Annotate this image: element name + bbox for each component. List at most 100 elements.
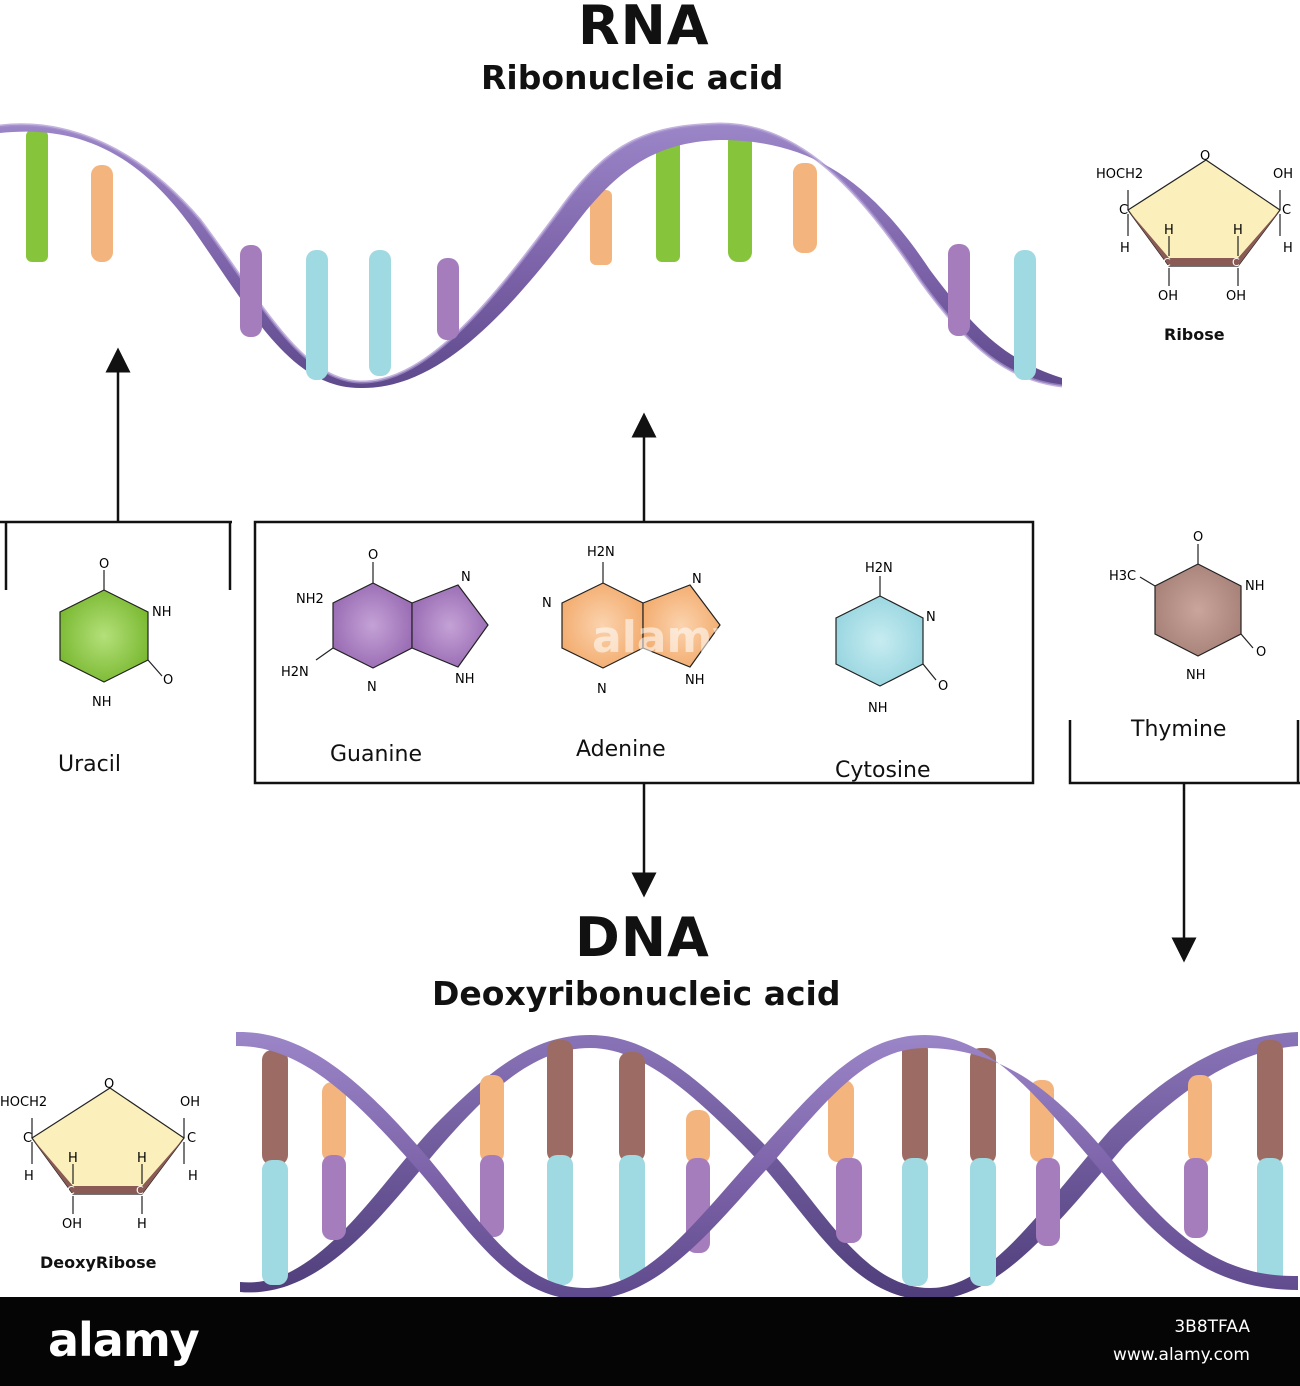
dna-pair-2 (322, 1082, 346, 1240)
ribose-atom-c-right: C (1282, 203, 1291, 218)
image-id: 3B8TFAA (1174, 1317, 1250, 1337)
deoxyribose-label: DeoxyRibose (40, 1253, 157, 1272)
thymine-atom-nh2: NH (1186, 668, 1206, 683)
connectors (0, 347, 1300, 963)
deoxyribose-atom-c-left: C (23, 1131, 32, 1146)
guanine-atom-nh2: NH2 (296, 592, 324, 607)
ribose-atom-hoch2: HOCH2 (1096, 167, 1143, 182)
adenine-atom-h2n: H2N (587, 545, 615, 560)
deoxyribose-atom-c-bottom-1: C (67, 1184, 75, 1197)
adenine-atom-n1: N (542, 596, 552, 611)
rna-backbone-edge (0, 122, 1063, 388)
guanine-label: Guanine (330, 742, 423, 767)
deoxyribose-atom-hoch2: HOCH2 (0, 1095, 47, 1110)
thymine-atom-o2: O (1256, 645, 1266, 660)
dna-pair-12 (1257, 1040, 1283, 1286)
ribose-atom-c-bottom-2: C (1232, 256, 1240, 269)
rna-base-adenine-3 (793, 163, 817, 253)
dna-pair-8 (902, 1040, 928, 1286)
ribose-atom-oh-bottom-2: OH (1226, 289, 1246, 304)
ribose-atom-c-bottom-1: C (1163, 256, 1171, 269)
rna-base-cytosine-3 (1014, 250, 1036, 380)
rna-backbone-ribbon (0, 124, 1062, 389)
deoxyribose-atom-h-inner-1: H (68, 1151, 78, 1166)
dna-pair-11 (1184, 1075, 1212, 1238)
deoxyribose-atom-h-inner-2: H (137, 1151, 147, 1166)
dna-base-pairs (262, 1040, 1283, 1286)
deoxyribose-atom-h-bottom: H (137, 1217, 147, 1232)
rna-base-cytosine-1 (306, 250, 328, 380)
cytosine-atom-n: N (926, 610, 936, 625)
rna-base-cytosine-2 (369, 250, 391, 376)
thymine-atom-nh: NH (1245, 579, 1265, 594)
guanine-atom-h2n: H2N (281, 665, 309, 680)
dna-pair-1 (262, 1050, 288, 1285)
ribose-atom-h-inner-1: H (1164, 223, 1174, 238)
cytosine-label: Cytosine (835, 758, 931, 783)
uracil-label: Uracil (58, 752, 121, 777)
deoxyribose-atom-h-left: H (24, 1169, 34, 1184)
dna-pair-4 (547, 1040, 573, 1285)
rna-base-uracil-3 (728, 132, 752, 262)
rna-base-guanine-2 (437, 258, 459, 340)
thymine-atom-o: O (1193, 530, 1203, 545)
adenine-atom-nh: NH (685, 673, 705, 688)
rna-base-adenine-2 (590, 190, 612, 265)
adenine-structure: H2N N N N NH (542, 545, 721, 697)
dna-pair-5 (619, 1052, 645, 1285)
rna-base-uracil-1 (26, 130, 48, 262)
uracil-atom-o: O (99, 557, 109, 572)
footer-bar: alamy 3B8TFAA www.alamy.com (0, 1297, 1300, 1386)
ribose-atom-h-left: H (1120, 241, 1130, 256)
ribose-atom-h-inner-2: H (1233, 223, 1243, 238)
deoxyribose-atom-c-right: C (187, 1131, 196, 1146)
ribose-label: Ribose (1164, 325, 1225, 344)
rna-title: RNA (578, 0, 710, 57)
deoxyribose-atom-oh-right: OH (180, 1095, 200, 1110)
deoxyribose-structure: HOCH2 O OH C C H H H H C C OH H (0, 1077, 200, 1232)
cytosine-atom-nh: NH (868, 701, 888, 716)
ribose-atom-o: O (1200, 149, 1210, 164)
alamy-watermark: alamy (592, 612, 741, 663)
uracil-bracket (0, 520, 232, 590)
ribose-atom-oh-right: OH (1273, 167, 1293, 182)
alamy-logo: alamy (48, 1313, 200, 1367)
dna-pair-3 (480, 1075, 504, 1237)
cytosine-structure: H2N N O NH (835, 561, 948, 716)
ribose-structure: HOCH2 O OH C C H H H H C C OH OH (1096, 149, 1293, 304)
ribose-atom-h-right: H (1283, 241, 1293, 256)
adenine-atom-n3: N (692, 572, 702, 587)
guanine-atom-n1: N (367, 680, 377, 695)
adenine-atom-n2: N (597, 682, 607, 697)
thymine-structure: H3C O NH O NH (1109, 530, 1266, 683)
adenine-label: Adenine (576, 737, 666, 762)
rna-bases-back (26, 130, 817, 265)
dna-pair-7 (828, 1080, 862, 1243)
deoxyribose-atom-c-bottom-2: C (136, 1184, 144, 1197)
deoxyribose-atom-o: O (104, 1077, 114, 1092)
ribose-atom-c-left: C (1119, 203, 1128, 218)
guanine-atom-n2: N (461, 570, 471, 585)
uracil-structure: O NH O NH (59, 557, 173, 710)
footer-url[interactable]: www.alamy.com (1112, 1345, 1250, 1365)
dna-pair-9 (970, 1048, 996, 1286)
deoxyribose-atom-oh-bottom: OH (62, 1217, 82, 1232)
thymine-label: Thymine (1131, 717, 1227, 742)
rna-base-adenine-1 (91, 165, 113, 262)
dna-backbone-front-strand (236, 1031, 1298, 1297)
rna-bases-front (240, 244, 1036, 380)
cytosine-atom-h2n: H2N (865, 561, 893, 576)
dna-title: DNA (575, 906, 710, 969)
thymine-bracket (1068, 720, 1300, 785)
guanine-structure: O NH2 H2N N N NH (281, 548, 489, 695)
guanine-atom-o: O (368, 548, 378, 563)
rna-base-guanine-1 (240, 245, 262, 337)
cytosine-atom-o: O (938, 679, 948, 694)
rna-base-uracil-2 (656, 140, 680, 262)
deoxyribose-atom-h-right: H (188, 1169, 198, 1184)
ribose-atom-oh-bottom-1: OH (1158, 289, 1178, 304)
diagram-art: O NH O NH O NH2 H2N N N NH H2N N N N (0, 122, 1300, 1297)
uracil-atom-o2: O (163, 673, 173, 688)
rna-base-guanine-3 (948, 244, 970, 336)
